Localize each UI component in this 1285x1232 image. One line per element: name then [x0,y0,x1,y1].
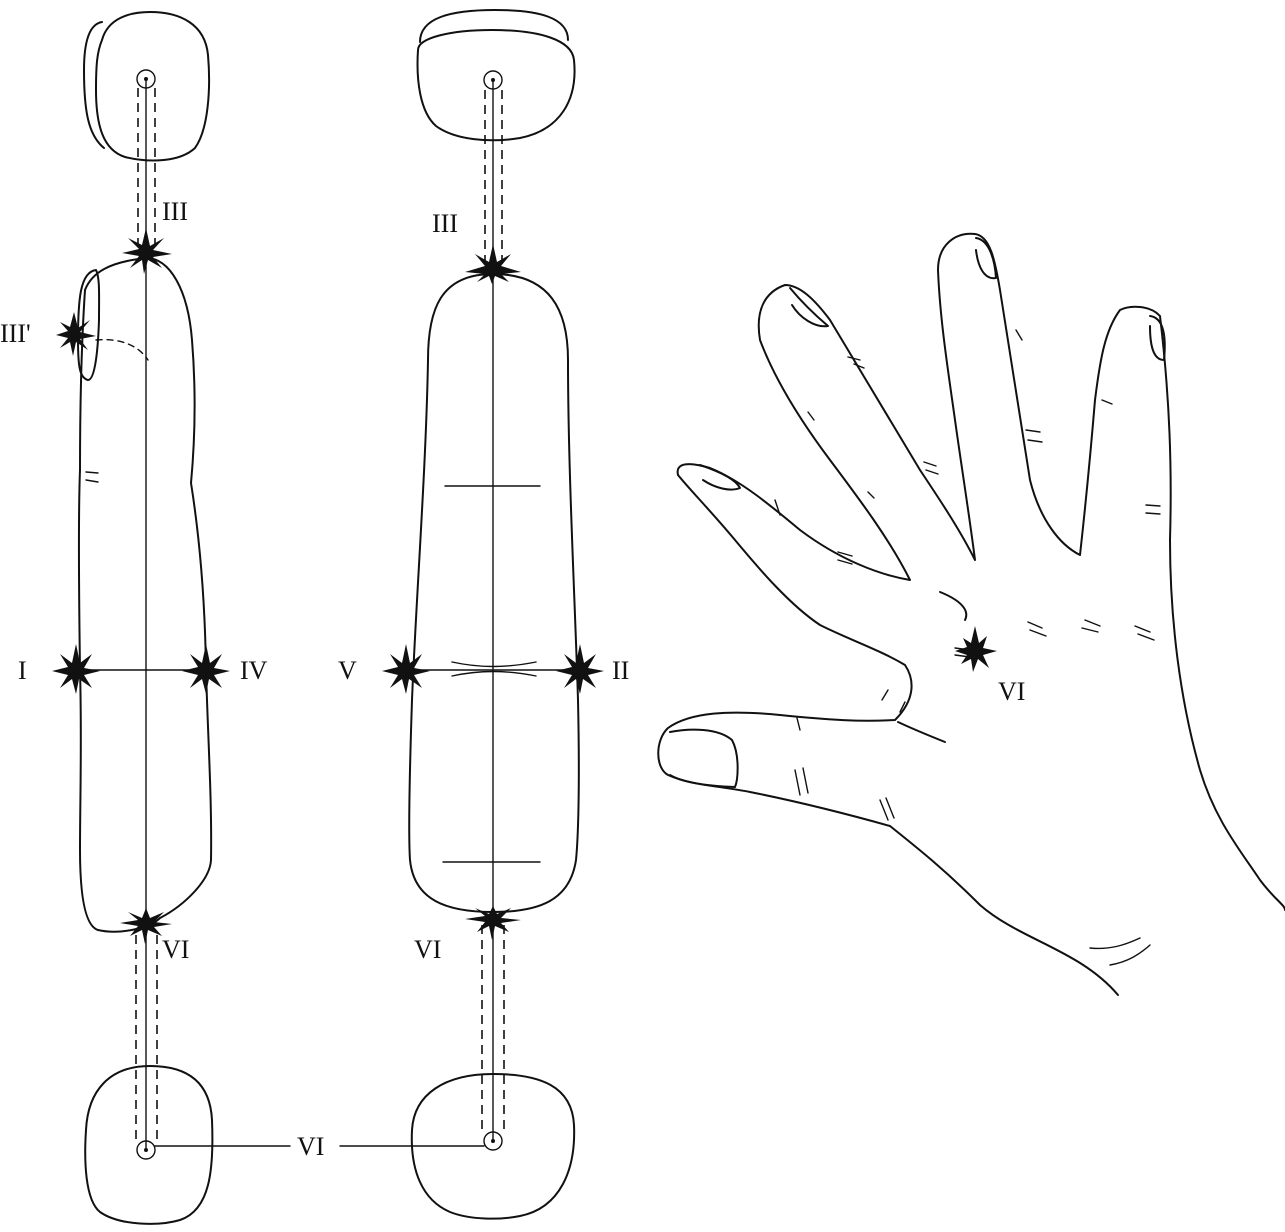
index-nail [699,464,741,491]
left-top-nail [83,21,105,149]
left-bottom-origin-circle [136,1140,156,1160]
middle-crease-mid-b [451,670,537,677]
label-left-bottom: VI [162,935,189,964]
base-link: VI [154,1132,485,1161]
label-hand-point: VI [998,677,1025,706]
middle-finger-body [408,273,580,913]
middle-finger-column: III V II VI [338,9,629,1220]
left-nail-root-line [95,338,149,361]
hand-outline [657,232,1285,996]
label-left-side-b: IV [240,656,268,685]
starburst-icon [556,644,604,694]
left-finger-nail [77,269,101,381]
starburst-icon [465,244,521,284]
left-finger-body [77,257,213,933]
starburst-icon [382,644,430,694]
middle-bottom-cross-section [410,1073,576,1220]
left-bottom-origin-dot [144,1148,148,1152]
label-middle-side-b: II [612,656,629,685]
middle-bottom-origin-circle [483,1131,503,1151]
thumb-nail [669,728,739,788]
middle-bottom-origin-dot [491,1139,495,1143]
left-finger-column: III III' I IV VI [0,11,268,1225]
starburst-icon [122,228,172,274]
label-nail-side: III' [0,319,31,348]
label-left-top: III [162,197,188,226]
starburst-icon [182,644,230,694]
left-joint-crease [85,471,99,483]
pinky-nail [1149,315,1166,361]
middle-top-cross-section [416,29,576,142]
middle-top-nail [419,9,569,43]
starburst-icon [955,626,997,672]
label-middle-side-a: V [338,656,357,685]
left-bottom-cross-section [84,1065,214,1225]
label-middle-bottom: VI [414,935,441,964]
knuckle-creases [774,329,1161,966]
hand-point-ticks [954,647,971,658]
middle-nail [789,287,829,328]
thumb-base-crease [897,721,946,743]
middle-crease-mid-a [451,661,537,668]
left-top-cross-section [95,11,211,162]
starburst-icon [52,644,100,694]
hand-drawing: VI [657,232,1285,996]
ring-nail [975,237,997,280]
label-base-link: VI [297,1132,324,1161]
hand-web-fold [939,591,968,621]
starburst-icon [465,906,521,940]
starburst-icon [120,908,172,944]
label-middle-top: III [432,209,458,238]
starburst-icon [56,312,96,356]
label-left-side-a: I [18,656,27,685]
